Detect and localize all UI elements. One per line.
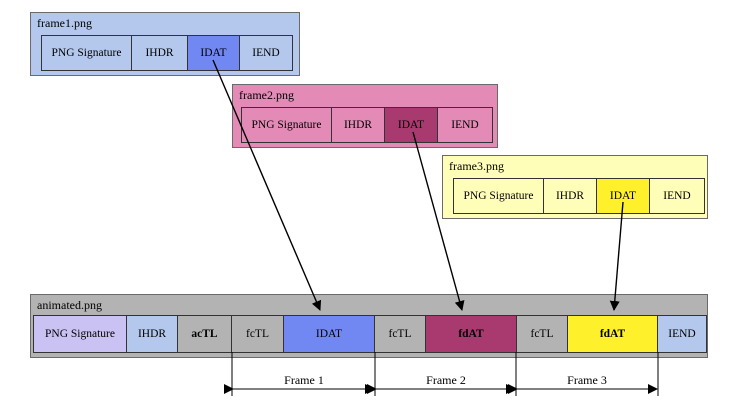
frame1-iend-chunk: IEND xyxy=(240,36,292,70)
frame3-title: frame3.png xyxy=(449,159,504,173)
frame2-chunk-row: PNG Signature IHDR IDAT IEND xyxy=(241,107,493,143)
frame3-chunk-row: PNG Signature IHDR IDAT IEND xyxy=(453,178,705,214)
frame1-idat-chunk: IDAT xyxy=(188,36,240,70)
animated-fctl-chunk-3: fcTL xyxy=(517,316,568,352)
frame1-signature-chunk: PNG Signature xyxy=(42,36,132,70)
animated-fdat-chunk-2: fdAT xyxy=(426,316,517,352)
animated-signature-chunk: PNG Signature xyxy=(34,316,127,352)
frame3-ihdr-chunk: IHDR xyxy=(544,179,597,213)
animated-fctl-chunk-1: fcTL xyxy=(232,316,284,352)
frame2-title: frame2.png xyxy=(239,88,294,102)
frame2-idat-arrow xyxy=(412,131,465,311)
frame1-panel: frame1.png PNG Signature IHDR IDAT IEND xyxy=(30,12,300,76)
frame2-ihdr-chunk: IHDR xyxy=(332,108,385,142)
frame1-chunk-row: PNG Signature IHDR IDAT IEND xyxy=(41,35,293,71)
animated-chunk-row: PNG Signature IHDR acTL fcTL IDAT fcTL f… xyxy=(33,315,707,353)
frame1-label: Frame 1 xyxy=(284,373,324,387)
frame2-idat-chunk: IDAT xyxy=(385,108,438,142)
animated-fctl-chunk-2: fcTL xyxy=(375,316,426,352)
frame3-label: Frame 3 xyxy=(567,373,607,387)
frame3-panel: frame3.png PNG Signature IHDR IDAT IEND xyxy=(442,155,708,219)
animated-idat-chunk: IDAT xyxy=(284,316,375,352)
frame2-signature-chunk: PNG Signature xyxy=(242,108,332,142)
frame3-idat-arrow xyxy=(609,201,624,311)
frame2-iend-chunk: IEND xyxy=(438,108,492,142)
animated-panel: animated.png PNG Signature IHDR acTL fcT… xyxy=(30,294,708,358)
frame2-label: Frame 2 xyxy=(426,373,466,387)
frame1-title: frame1.png xyxy=(37,16,92,30)
frame3-signature-chunk: PNG Signature xyxy=(454,179,544,213)
animated-title: animated.png xyxy=(37,298,102,312)
frame3-idat-chunk: IDAT xyxy=(597,179,650,213)
animated-iend-chunk: IEND xyxy=(658,316,706,352)
frame2-panel: frame2.png PNG Signature IHDR IDAT IEND xyxy=(232,84,498,148)
animated-actl-chunk: acTL xyxy=(178,316,232,352)
animated-fdat-chunk-3: fdAT xyxy=(568,316,658,352)
frame3-iend-chunk: IEND xyxy=(650,179,704,213)
frame1-ihdr-chunk: IHDR xyxy=(132,36,188,70)
frame1-idat-arrow xyxy=(212,59,322,311)
animated-ihdr-chunk: IHDR xyxy=(127,316,178,352)
